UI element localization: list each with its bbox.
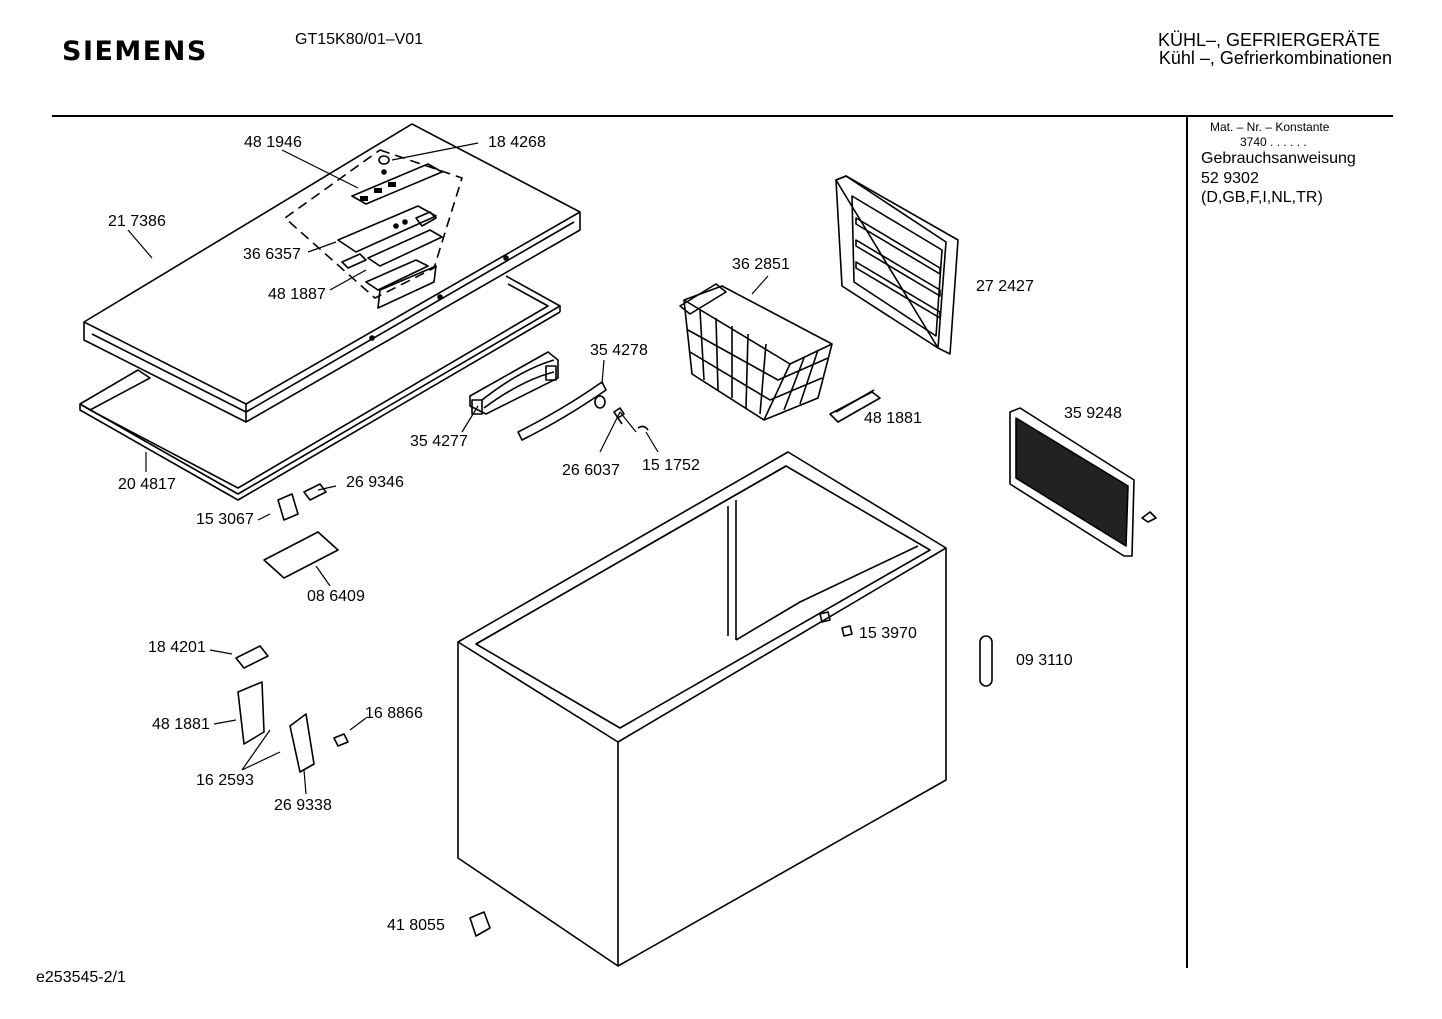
- bracket-upper-part: [829, 389, 881, 423]
- part-label: 26 9338: [274, 797, 332, 814]
- grille-part: [1009, 407, 1157, 557]
- part-label: 26 6037: [562, 462, 620, 479]
- part-label: 35 4277: [410, 433, 468, 450]
- mat-value: 3740 . . . . . .: [1240, 135, 1307, 149]
- side-divider: [1186, 117, 1188, 968]
- part-label: 48 1881: [152, 716, 210, 733]
- part-label: 26 9346: [346, 474, 404, 491]
- control-panel-part: [284, 149, 463, 309]
- part-label: 48 1881: [864, 410, 922, 427]
- mat-label: Mat. – Nr. – Konstante: [1210, 120, 1330, 134]
- handle-part: [469, 351, 559, 415]
- part-label: 48 1887: [268, 286, 326, 303]
- screw-parts: [613, 407, 649, 431]
- header-divider: [52, 115, 1393, 117]
- part-label: 21 7386: [108, 213, 166, 230]
- category-subtitle: Kühl –, Gefrierkombinationen: [1158, 48, 1392, 68]
- part-label: 15 1752: [642, 457, 700, 474]
- part-label: 35 4278: [590, 342, 648, 359]
- category-title: KÜHL–, GEFRIERGERÄTE: [1157, 30, 1380, 50]
- small-parts: [235, 483, 993, 937]
- part-label: 09 3110: [1016, 652, 1073, 669]
- part-label: 15 3067: [196, 511, 254, 528]
- part-label: 18 4268: [488, 134, 546, 151]
- chest-body-part: [457, 451, 947, 967]
- part-label: 16 8866: [365, 705, 423, 722]
- part-label: 48 1946: [244, 134, 302, 151]
- part-label: 41 8055: [387, 917, 445, 934]
- part-label: 16 2593: [196, 772, 254, 789]
- doc-title: Gebrauchsanweisung: [1201, 150, 1356, 167]
- part-label: 08 6409: [307, 588, 365, 605]
- part-label: 35 9248: [1064, 405, 1122, 422]
- lid-part: [83, 123, 581, 423]
- gasket-part: [79, 275, 561, 501]
- model-number: GT15K80/01–V01: [295, 31, 424, 48]
- basket-part: [679, 283, 833, 421]
- part-label: 36 6357: [243, 246, 301, 263]
- doc-number: 52 9302: [1201, 170, 1259, 187]
- divider-part: [835, 175, 959, 355]
- handle-trim-part: [517, 381, 607, 441]
- brand-logo: SIEMENS: [62, 36, 208, 67]
- part-label: 15 3970: [859, 625, 917, 642]
- part-label: 27 2427: [976, 278, 1034, 295]
- drawing-id: e253545-2/1: [36, 969, 126, 986]
- leader-lines: [127, 142, 769, 795]
- part-label: 36 2851: [732, 256, 790, 273]
- part-label: 18 4201: [148, 639, 206, 656]
- doc-languages: (D,GB,F,I,NL,TR): [1201, 189, 1323, 206]
- part-label: 20 4817: [118, 476, 176, 493]
